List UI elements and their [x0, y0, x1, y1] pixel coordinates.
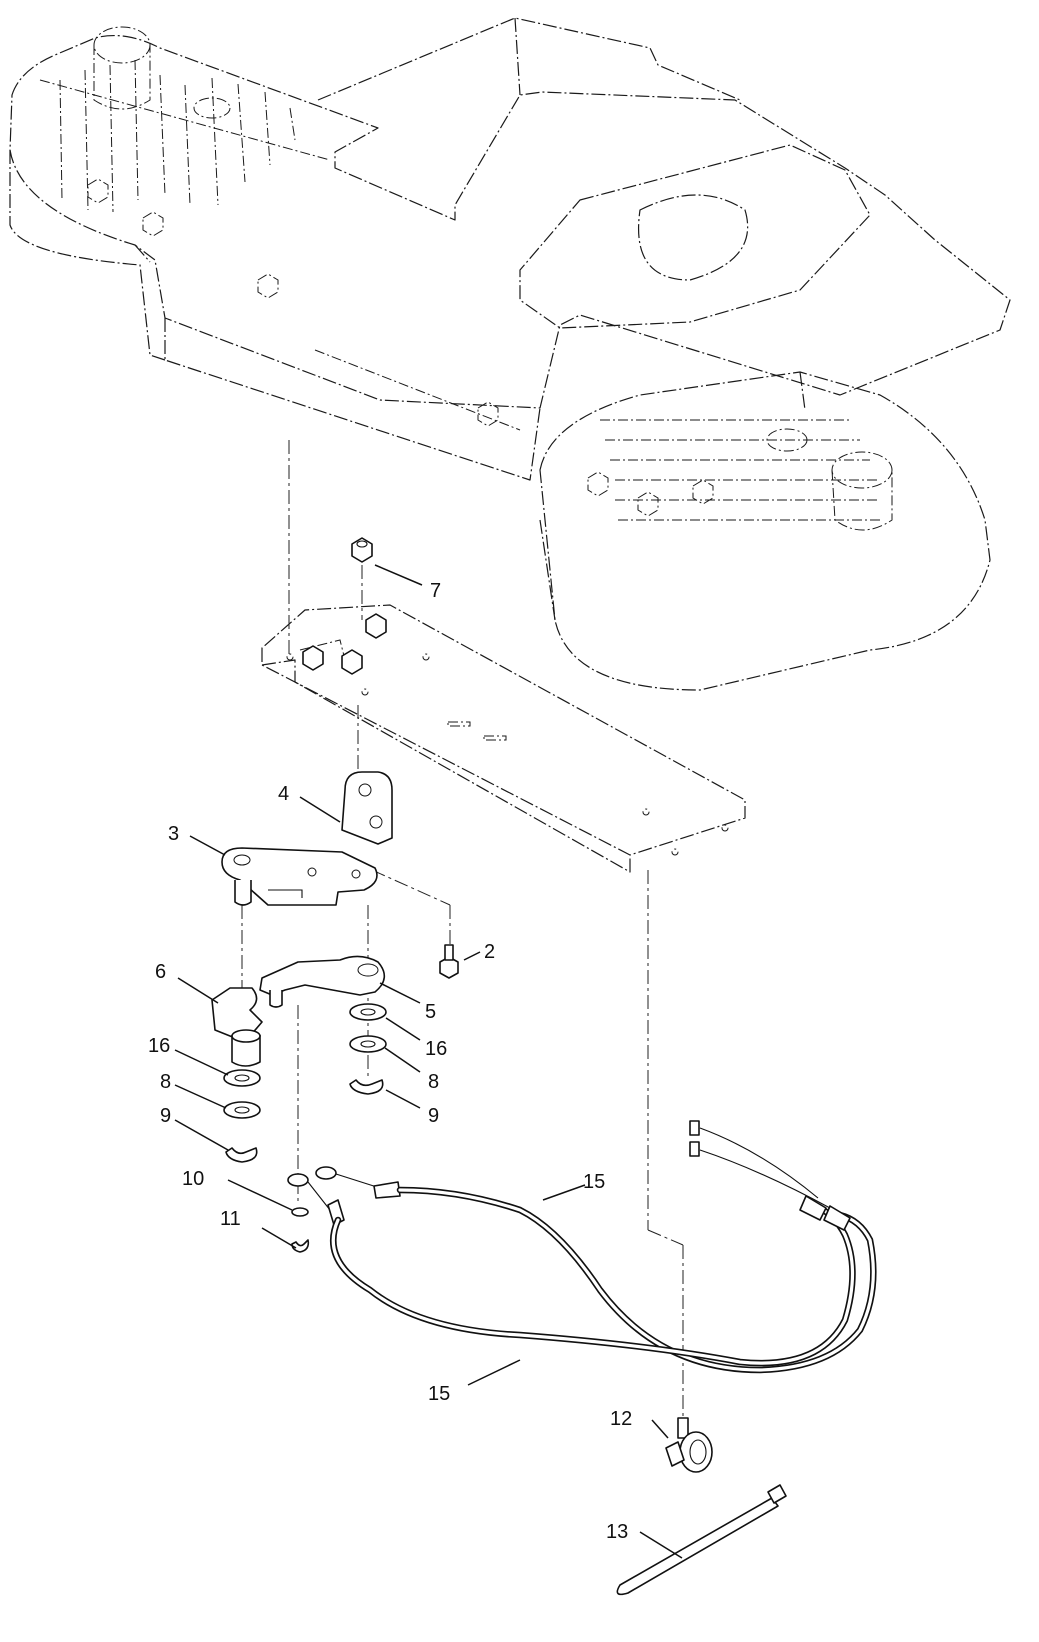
callout-4: 4 [278, 783, 289, 805]
phantom-frame [9, 17, 1011, 691]
arm-part-5 [259, 955, 386, 1008]
callout-15-lower: 15 [428, 1383, 450, 1405]
pivot-bracket-part-6 [211, 987, 263, 1067]
clip-part-11 [291, 1239, 310, 1253]
centerlines [241, 440, 684, 1418]
grommet-part-12 [665, 1417, 713, 1473]
callout-9-right: 9 [428, 1105, 439, 1127]
callout-2: 2 [484, 941, 495, 963]
callout-10: 10 [182, 1168, 204, 1190]
cable-tie-part-13 [616, 1484, 787, 1596]
bracket-part-4 [341, 771, 393, 845]
mounting-nuts [302, 537, 387, 675]
phantom-mounting-plate [261, 604, 746, 873]
callout-7: 7 [430, 580, 441, 602]
phantom-bolts [87, 178, 714, 517]
washer-part-10 [291, 1207, 309, 1217]
callout-13: 13 [606, 1521, 628, 1543]
phantom-seat-slots [59, 26, 893, 531]
lever-arm-part-3 [221, 847, 378, 906]
left-washer-stack [223, 1069, 261, 1163]
callout-3: 3 [168, 823, 179, 845]
callout-12: 12 [610, 1408, 632, 1430]
leader-lines [174, 564, 683, 1559]
callout-labels: 7 4 3 2 5 6 16 16 8 8 9 9 10 11 15 15 12… [148, 580, 632, 1543]
callout-16-left: 16 [148, 1035, 170, 1057]
callout-5: 5 [425, 1001, 436, 1023]
bolt-part-2 [439, 944, 459, 979]
callout-6: 6 [155, 961, 166, 983]
callout-8-left: 8 [160, 1071, 171, 1093]
callout-16-right: 16 [425, 1038, 447, 1060]
callout-9-left: 9 [160, 1105, 171, 1127]
cable-part-15 [330, 1120, 877, 1374]
right-washer-stack [349, 1003, 387, 1095]
cable-ends [287, 1166, 401, 1226]
callout-11: 11 [220, 1208, 241, 1230]
callout-15-upper: 15 [583, 1171, 605, 1193]
callout-8-right: 8 [428, 1071, 439, 1093]
